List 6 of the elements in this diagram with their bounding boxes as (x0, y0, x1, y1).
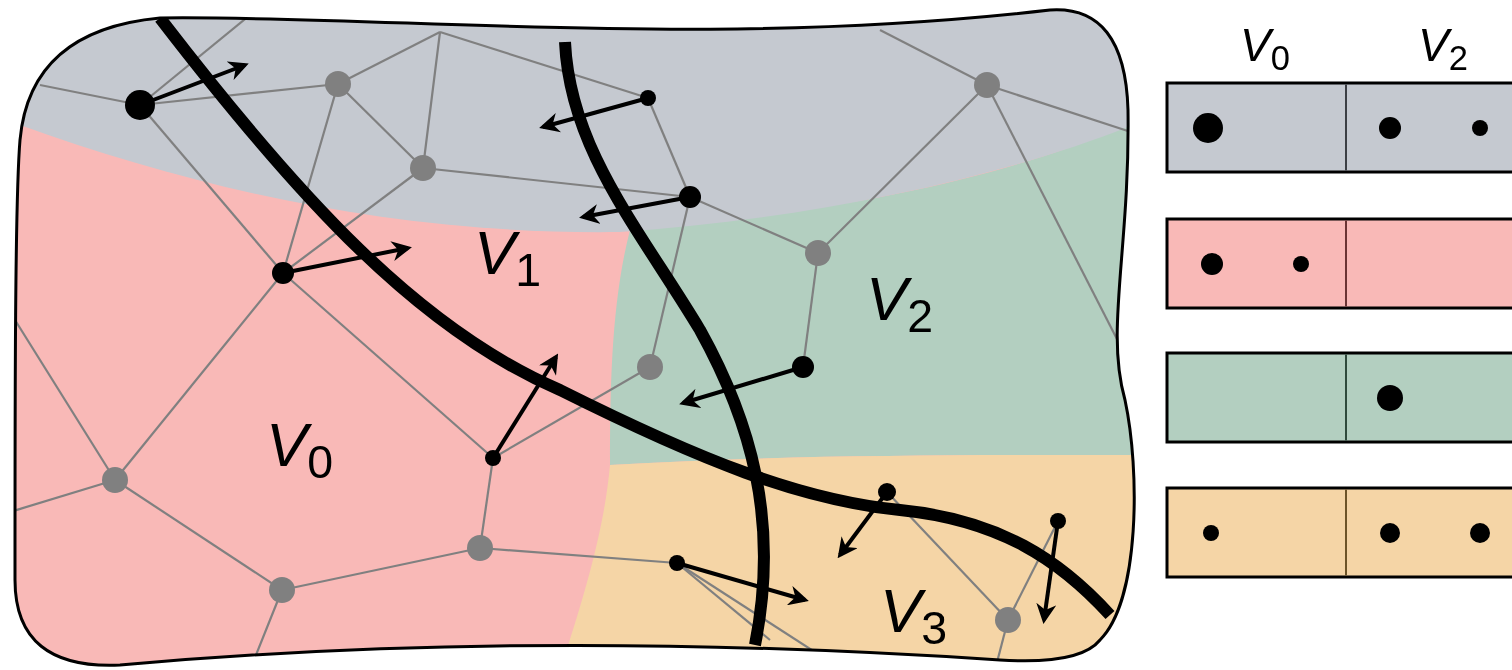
column-header: V$_{0}$ (1240, 22, 1290, 76)
column-header: V$_{2}$ (1418, 22, 1468, 76)
region-label: V$_{0}$ (266, 414, 334, 486)
region-label: V$_{2}$ (866, 268, 934, 340)
region-label: V$_{3}$ (880, 580, 948, 652)
region-label: V$_{1}$ (474, 222, 542, 294)
